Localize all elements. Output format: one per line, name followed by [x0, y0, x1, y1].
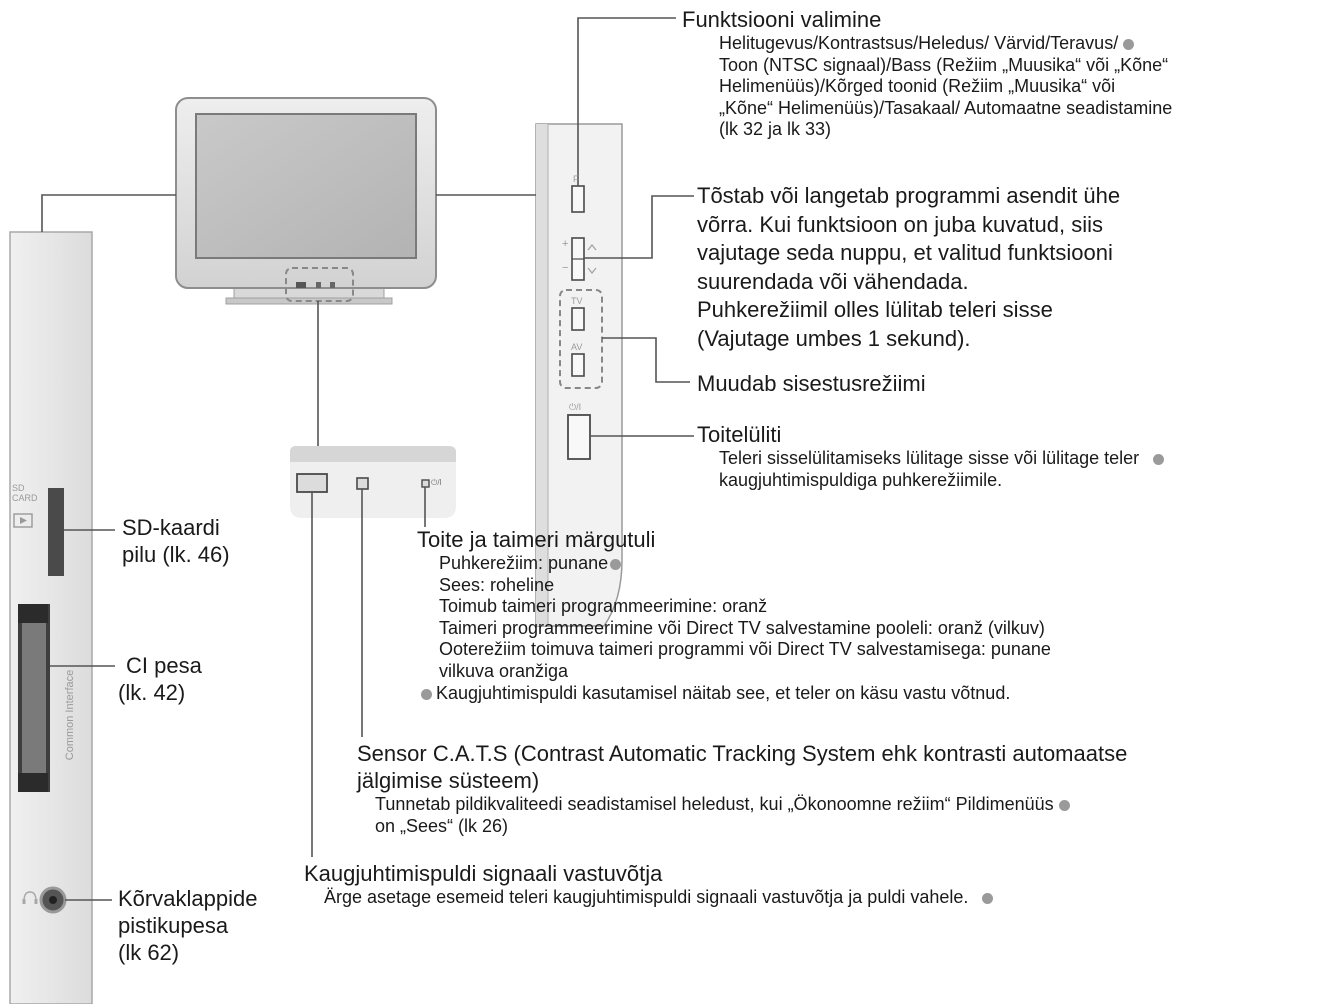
- cats-sensor-annotation: Sensor C.A.T.S (Contrast Automatic Track…: [357, 740, 1127, 837]
- bullet-dot-icon: [1123, 39, 1135, 50]
- headphone-icon: [22, 891, 38, 904]
- tv-screen: [195, 113, 417, 259]
- tv-button: [571, 307, 585, 331]
- program-updown-line: võrra. Kui funktsioon on juba kuvatud, s…: [697, 211, 1104, 237]
- power-switch-desc-line: Teleri sisselülitamiseks lülitage sisse …: [719, 448, 1140, 468]
- bullet-dot-icon: [610, 559, 622, 570]
- tv-button-label: TV: [571, 296, 583, 306]
- remote-receiver-window: [296, 473, 328, 493]
- side-control-panel: [535, 123, 623, 627]
- function-select-title: Funktsiooni valimine: [682, 7, 882, 32]
- program-updown-line: Tõstab või langetab programmi asendit üh…: [697, 183, 1121, 208]
- program-updown-annotation: Tõstab või langetab programmi asendit üh…: [697, 182, 1120, 353]
- headphones-line: pistikupesa: [118, 913, 229, 938]
- plus-label: +: [562, 238, 569, 250]
- function-select-annotation: Funktsiooni valimine Helitugevus/Kontras…: [682, 6, 1172, 141]
- power-timer-lamp-annotation: Toite ja taimeri märgutuli Puhkerežiim: …: [417, 526, 1051, 704]
- program-updown-line: suurendada või vähendada.: [697, 268, 969, 294]
- power-timer-lamp: [421, 479, 430, 488]
- headphones-line: (lk 62): [118, 940, 180, 965]
- av-button: [571, 353, 585, 377]
- av-button-label: AV: [571, 342, 583, 352]
- ci-slot-annotation: CI pesa (lk. 42): [118, 652, 202, 706]
- bullet-dot-icon: [1058, 800, 1070, 811]
- program-updown-line: vajutage seda nuppu, et valitud funktsio…: [697, 240, 1113, 265]
- sd-card-label: SD CARD: [12, 483, 38, 503]
- lamp-desc-line: Sees: roheline: [439, 574, 555, 595]
- lamp-note: Kaugjuhtimispuldi kasutamisel näitab see…: [436, 682, 1011, 703]
- lamp-desc-line: Puhkerežiim: punane: [439, 553, 609, 573]
- remote-receiver-title: Kaugjuhtimispuldi signaali vastuvõtja: [304, 861, 663, 886]
- program-updown-line: (Vajutage umbes 1 sekund).: [697, 325, 971, 351]
- function-select-desc-line: (lk 32 ja lk 33): [719, 119, 832, 140]
- front-sensor-box: [285, 267, 354, 302]
- f-button-label: F: [573, 174, 579, 184]
- sd-slot-annotation: SD-kaardi pilu (lk. 46): [122, 514, 230, 568]
- function-select-desc-line: Toon (NTSC signaal)/Bass (Režiim „Muusik…: [719, 54, 1169, 75]
- sensor-power-label: ⏻/I: [431, 478, 442, 487]
- bullet-dot-icon: [1153, 454, 1165, 465]
- power-timer-lamp-title: Toite ja taimeri märgutuli: [417, 527, 656, 552]
- minus-label: −: [562, 262, 569, 274]
- leader-lines: [41, 17, 694, 901]
- input-buttons-box: [559, 289, 603, 389]
- sd-card-slot: [48, 488, 64, 576]
- power-switch-button: [567, 414, 591, 460]
- bullet-dot-icon: [421, 688, 432, 700]
- lamp-desc-line: Ooterežiim toimuva taimeri programmi või…: [439, 639, 1051, 660]
- ci-slot-line: CI pesa: [126, 653, 202, 678]
- cats-sensor-title-line: Sensor C.A.T.S (Contrast Automatic Track…: [357, 741, 1128, 766]
- cats-sensor-window: [356, 477, 369, 490]
- function-select-desc-line: Helitugevus/Kontrastsus/Heledus/ Värvid/…: [719, 33, 1119, 53]
- f-button: [571, 185, 585, 213]
- program-updown-line: Puhkerežiimil olles lülitab teleri sisse: [697, 297, 1053, 322]
- power-switch-title: Toitelüliti: [697, 422, 782, 447]
- bullet-dot-icon: [982, 893, 994, 904]
- power-switch-annotation: Toitelüliti Teleri sisselülitamiseks lül…: [697, 421, 1165, 491]
- television: [175, 97, 437, 305]
- front-panel-closeup: [290, 446, 456, 518]
- headphones-line: Kõrvaklappide: [118, 886, 258, 911]
- cats-sensor-desc-line: Tunnetab pildikvaliteedi seadistamisel h…: [375, 794, 1054, 814]
- function-select-desc-line: „Kõne“ Helimenüüs)/Tasakaal/ Automaatne …: [719, 97, 1173, 118]
- cats-sensor-title-line: jälgimise süsteem): [357, 768, 540, 793]
- lamp-desc-line: Taimeri programmeerimine või Direct TV s…: [439, 617, 1045, 638]
- ci-slot-line: (lk. 42): [118, 680, 186, 705]
- side-terminal-panel: [9, 231, 93, 1004]
- headphones-annotation: Kõrvaklappide pistikupesa (lk 62): [118, 885, 257, 966]
- remote-receiver-annotation: Kaugjuhtimispuldi signaali vastuvõtja Är…: [304, 860, 994, 909]
- function-select-desc-line: Helimenüüs)/Kõrged toonid (Režiim „Muusi…: [719, 76, 1116, 97]
- lamp-desc-line: Toimub taimeri programmeerimine: oranž: [439, 596, 768, 617]
- cats-sensor-desc-line: on „Sees“ (lk 26): [375, 815, 509, 836]
- sd-card-icon: [13, 513, 33, 528]
- power-switch-desc-line: kaugjuhtimispuldiga puhkerežiimile.: [719, 469, 1003, 490]
- remote-receiver-desc: Ärge asetage esemeid teleri kaugjuhtimis…: [324, 887, 969, 907]
- common-interface-label: Common Interface: [64, 669, 76, 761]
- input-mode-title: Muudab sisestusrežiimi: [697, 371, 926, 396]
- lamp-desc-line: vilkuva oranžiga: [439, 660, 569, 681]
- sd-slot-line: SD-kaardi: [122, 515, 220, 540]
- power-button-label: ⏻/I: [569, 402, 582, 412]
- sd-slot-line: pilu (lk. 46): [122, 542, 230, 567]
